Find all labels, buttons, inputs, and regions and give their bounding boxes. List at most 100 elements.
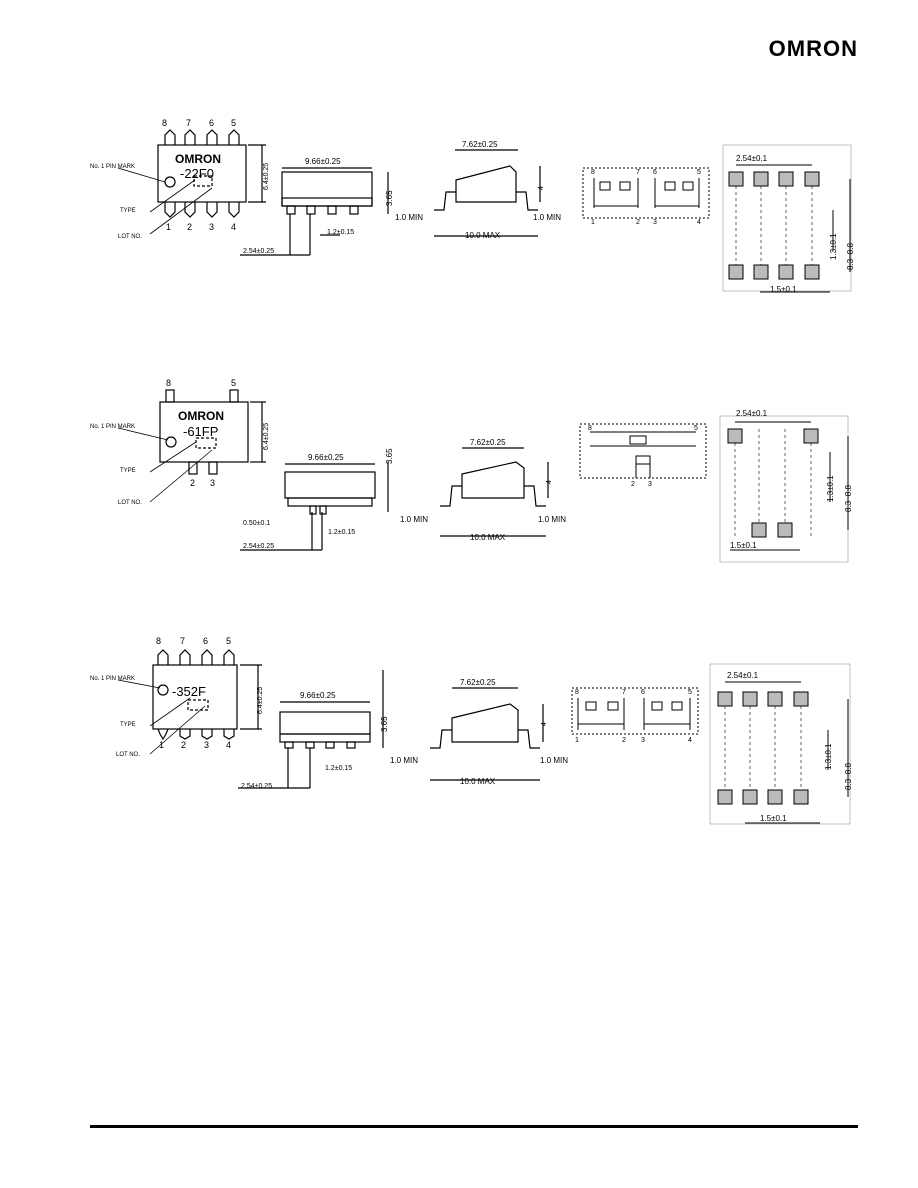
type-label: TYPE <box>120 208 136 214</box>
dim-standoff: 4 <box>538 186 545 190</box>
dim-min-left: 1.0 MIN <box>390 756 418 765</box>
footer-rule <box>90 1125 858 1128</box>
bottom-pin-label: 1 <box>166 222 171 232</box>
schem-pin: 4 <box>688 737 692 744</box>
schematic <box>571 687 699 735</box>
dim-lead: 1.2±0.15 <box>325 765 352 772</box>
schem-pin: 8 <box>588 425 592 432</box>
dim-min-left: 1.0 MIN <box>400 515 428 524</box>
lot-label: LOT NO. <box>118 500 142 506</box>
dim-row-span: 7.62±0.25 <box>460 678 496 687</box>
bottom-pins <box>157 728 235 741</box>
dim-standoff: 4 <box>541 722 548 726</box>
dim-pad-h: 1.3±0.1 <box>829 233 838 260</box>
top-view <box>117 649 262 755</box>
bottom-pin-label: 2 <box>181 740 186 750</box>
bottom-pin-label: 3 <box>209 222 214 232</box>
dim-length: 9.66±0.25 <box>300 691 336 700</box>
dim-pad-w: 1.5±0.1 <box>760 814 787 823</box>
top-pin-label: 6 <box>203 636 208 646</box>
row-3-drawings: 8 7 6 5 1 2 3 4 -352F No. 1 PIN MARK TYP… <box>90 636 853 825</box>
end-view <box>440 447 549 537</box>
side-view <box>238 670 384 789</box>
pin1-mark <box>164 176 176 188</box>
dim-pad-span: 8.3~8.8 <box>846 243 855 270</box>
schem-pin: 3 <box>648 481 652 488</box>
bottom-pin-label: 2 <box>187 222 192 232</box>
dim-row-span: 7.62±0.25 <box>470 438 506 447</box>
dim-width: 6.4±0.25 <box>257 687 264 714</box>
model-number: -61FP <box>183 424 218 439</box>
schem-pin: 1 <box>575 737 579 744</box>
dim-height: 3.65 <box>385 190 394 206</box>
top-pin-label: 5 <box>231 118 236 128</box>
top-pin-label: 7 <box>180 636 185 646</box>
dim-pad-span: 8.3~8.8 <box>844 763 853 790</box>
bottom-pin-label: 1 <box>159 740 164 750</box>
schem-pin: 2 <box>636 219 640 226</box>
package-brand: OMRON <box>175 152 221 166</box>
top-view <box>117 129 266 235</box>
dim-min-right: 1.0 MIN <box>540 756 568 765</box>
schem-pin: 5 <box>688 689 692 696</box>
dim-pitch: 2.54±0.25 <box>243 543 274 550</box>
dim-min-left: 1.0 MIN <box>395 213 423 222</box>
schematic <box>582 167 710 219</box>
dim-max: 10.0 MAX <box>465 231 501 240</box>
pad-footprint <box>722 144 852 293</box>
top-pin-label: 8 <box>156 636 161 646</box>
bottom-pins <box>164 202 240 218</box>
top-pin-label: 6 <box>209 118 214 128</box>
dim-length: 9.66±0.25 <box>308 453 344 462</box>
top-pin-label: 8 <box>166 378 171 388</box>
schem-pin: 6 <box>641 689 645 696</box>
pin-mark-label: No. 1 PIN MARK <box>90 164 135 170</box>
side-view <box>240 462 389 551</box>
bottom-pin-label: 4 <box>231 222 236 232</box>
type-label: TYPE <box>120 468 136 474</box>
bottom-pin-label: 2 <box>190 478 195 488</box>
dim-pad-span: 8.3~8.8 <box>844 485 853 512</box>
pin-mark-label: No. 1 PIN MARK <box>90 424 135 430</box>
pin-mark-label: No. 1 PIN MARK <box>90 676 135 682</box>
top-pins <box>164 129 240 145</box>
dim-min-right: 1.0 MIN <box>533 213 561 222</box>
dim-height: 3.65 <box>380 716 389 732</box>
package-brand: OMRON <box>178 409 224 423</box>
package-row-3: 8 7 6 5 1 2 3 4 -352F No. 1 PIN MARK TYP… <box>0 630 918 830</box>
dim-min-right: 1.0 MIN <box>538 515 566 524</box>
dim-lead: 1.2±0.15 <box>327 229 354 236</box>
dim-pad-pitch: 2.54±0.1 <box>736 154 768 163</box>
schem-pin: 3 <box>641 737 645 744</box>
bottom-pin-label: 3 <box>204 740 209 750</box>
package-row-2: 8 5 2 3 OMRON -61FP No. 1 PIN MARK TYPE … <box>0 372 918 572</box>
schem-pin: 5 <box>697 169 701 176</box>
end-view <box>430 687 544 781</box>
top-pin-label: 5 <box>231 378 236 388</box>
dim-height: 3.65 <box>385 448 394 464</box>
top-pin-label: 5 <box>226 636 231 646</box>
pad-footprint <box>719 415 849 563</box>
schem-pin: 8 <box>575 689 579 696</box>
dim-pad-w: 1.5±0.1 <box>730 541 757 550</box>
schem-pin: 7 <box>636 169 640 176</box>
schematic <box>579 423 707 479</box>
dim-width: 6.4±0.25 <box>263 423 270 450</box>
dim-pad-pitch: 2.54±0.1 <box>736 409 768 418</box>
dim-width: 6.4±0.25 <box>263 163 270 190</box>
dim-standoff: 4 <box>546 480 553 484</box>
model-number: -352F <box>172 684 206 699</box>
dim-pad-h: 1.3±0.1 <box>826 475 835 502</box>
package-row-1: 8 7 6 5 1 2 3 4 OMRON -22F0 No. 1 PIN MA… <box>0 110 918 300</box>
brand-logo: OMRON <box>768 36 858 61</box>
dim-max: 10.0 MAX <box>460 777 496 786</box>
schem-pin: 4 <box>697 219 701 226</box>
schem-pin: 5 <box>694 425 698 432</box>
schem-pin: 2 <box>622 737 626 744</box>
dim-pad-w: 1.5±0.1 <box>770 285 797 294</box>
model-number: -22F0 <box>180 166 214 181</box>
bottom-pin-label: 3 <box>210 478 215 488</box>
schem-pin: 8 <box>591 169 595 176</box>
schem-pin: 1 <box>591 219 595 226</box>
dim-pad-pitch: 2.54±0.1 <box>727 671 759 680</box>
